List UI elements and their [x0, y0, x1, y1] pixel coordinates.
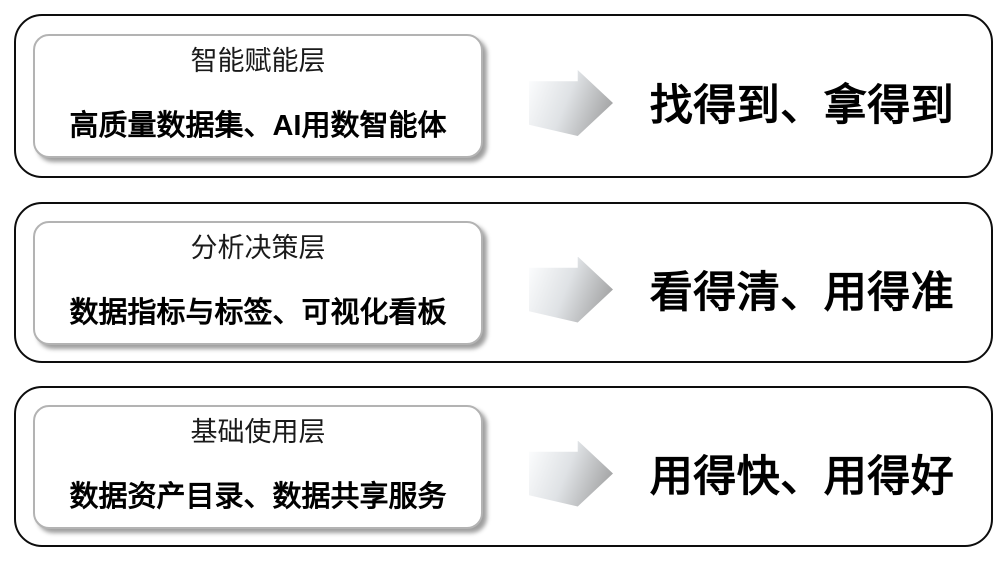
layer-row-analysis: 分析决策层 数据指标与标签、可视化看板 看得清、用得准	[14, 202, 993, 363]
layer-title: 基础使用层	[190, 416, 326, 447]
layer-components: 数据指标与标签、可视化看板	[69, 296, 447, 329]
layer-card: 基础使用层 数据资产目录、数据共享服务	[33, 404, 483, 529]
outcome-text: 用得快、用得好	[649, 452, 955, 501]
arrow-right-icon	[529, 256, 613, 323]
layer-components: 高质量数据集、AI用数智能体	[69, 110, 447, 143]
outcome-text: 看得清、用得准	[649, 268, 955, 317]
arrow-right-icon	[529, 440, 613, 507]
layer-row-basic-usage: 基础使用层 数据资产目录、数据共享服务 用得快、用得好	[14, 386, 993, 547]
layer-card: 分析决策层 数据指标与标签、可视化看板	[33, 220, 483, 345]
arrow-right-icon	[529, 70, 613, 136]
layer-card: 智能赋能层 高质量数据集、AI用数智能体	[33, 34, 483, 158]
layer-components: 数据资产目录、数据共享服务	[69, 480, 447, 513]
layer-title: 智能赋能层	[190, 46, 326, 76]
layer-title: 分析决策层	[190, 232, 326, 263]
outcome-text: 找得到、拿得到	[649, 82, 955, 130]
layer-row-intelligence: 智能赋能层 高质量数据集、AI用数智能体 找得到、拿得到	[14, 14, 993, 178]
